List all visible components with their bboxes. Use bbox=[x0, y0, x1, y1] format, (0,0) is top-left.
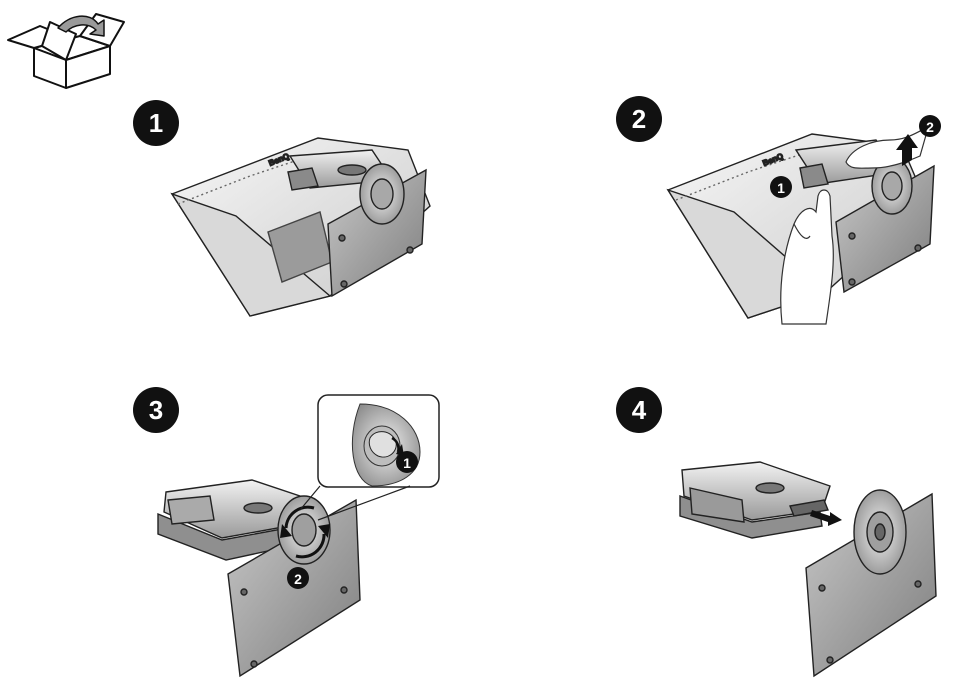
step-3-callout-2: 2 bbox=[287, 567, 309, 589]
step-3-number: 3 bbox=[149, 395, 163, 425]
slide-out-arrow-icon bbox=[810, 510, 842, 526]
step-3-callout-1: 1 bbox=[396, 451, 418, 473]
stand-base bbox=[805, 489, 937, 678]
rotate-arrows-icon bbox=[280, 505, 330, 559]
thumbscrew-icon bbox=[368, 431, 397, 458]
callout-number: 1 bbox=[403, 455, 411, 471]
unpack-box-icon bbox=[7, 13, 125, 89]
stand-arm bbox=[679, 461, 831, 539]
hand-lifting-arm bbox=[845, 127, 929, 169]
step-4-badge: 4 bbox=[616, 387, 662, 433]
step-1-number: 1 bbox=[149, 108, 163, 138]
callout-number: 2 bbox=[926, 119, 934, 135]
callout-number: 2 bbox=[294, 571, 302, 587]
callout-number: 1 bbox=[777, 180, 785, 196]
lift-up-arrow-icon bbox=[896, 134, 918, 166]
stand-base bbox=[835, 157, 935, 294]
step-1-panel: 1 BenQ bbox=[133, 100, 431, 317]
step-3-panel: 3 bbox=[133, 387, 440, 678]
step-2-panel: 2 BenQ bbox=[616, 96, 941, 325]
step-3-badge: 3 bbox=[133, 387, 179, 433]
stand-arm bbox=[157, 479, 313, 561]
step-4-number: 4 bbox=[632, 395, 647, 425]
step-2-callout-1: 1 bbox=[770, 176, 792, 198]
step-1-badge: 1 bbox=[133, 100, 179, 146]
zoom-inset: 1 bbox=[299, 394, 440, 521]
step-4-panel: 4 bbox=[616, 387, 937, 678]
stand-base bbox=[327, 163, 427, 298]
step-2-badge: 2 bbox=[616, 96, 662, 142]
hand-pressing-button bbox=[780, 189, 834, 325]
step-2-number: 2 bbox=[632, 104, 646, 134]
step-2-callout-2: 2 bbox=[919, 115, 941, 137]
